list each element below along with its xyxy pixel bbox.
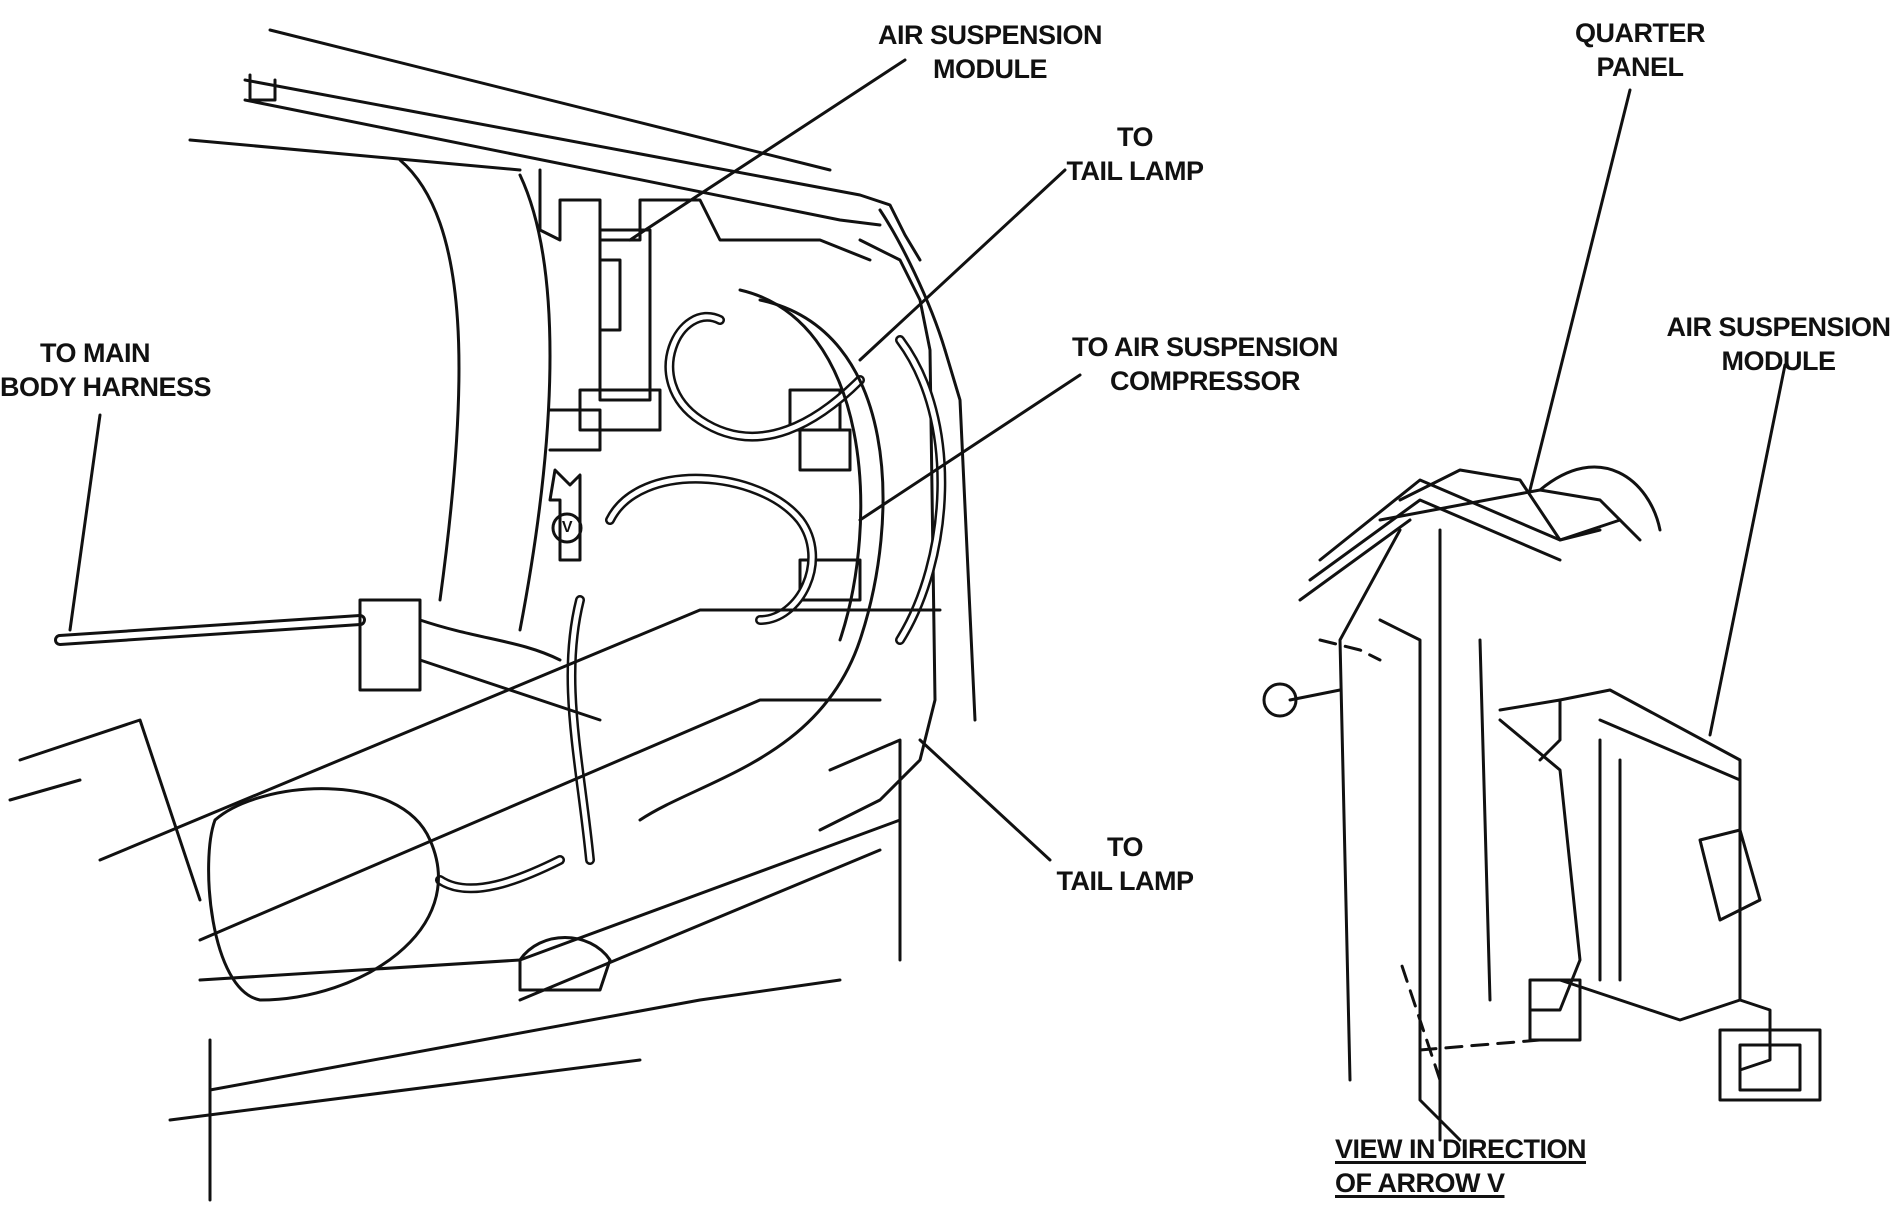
label-air-suspension-module-main: AIR SUSPENSION MODULE: [877, 20, 1103, 84]
label-air-suspension-module-detail: AIR SUSPENSION MODULE: [1666, 312, 1891, 376]
leader-quarter-panel: [1528, 88, 1632, 492]
view-direction-caption: VIEW IN DIRECTION OF ARROW V: [1335, 1134, 1587, 1198]
leader-tail-lamp-lower: [918, 738, 1052, 862]
leader-lines: [68, 58, 1787, 862]
label-to-main-body-harness: TO MAIN BODY HARNESS: [0, 338, 212, 402]
leader-air-suspension-module-main: [628, 58, 907, 242]
label-quarter-panel: QUARTER PANEL: [1575, 18, 1706, 82]
vehicle-interior-drawing: [8, 28, 977, 1202]
arrow-v-marker-label: V: [561, 519, 573, 536]
module-detail-drawing: [1262, 465, 1822, 1142]
label-to-tail-lamp-lower: TO TAIL LAMP: [1056, 832, 1195, 896]
leader-tail-lamp-upper: [858, 168, 1067, 362]
leader-main-body-harness: [68, 413, 102, 632]
leader-air-suspension-module-detail: [1708, 363, 1787, 737]
leader-compressor: [858, 373, 1082, 522]
label-to-air-suspension-compressor: TO AIR SUSPENSION COMPRESSOR: [1071, 332, 1339, 396]
label-to-tail-lamp-upper: TO TAIL LAMP: [1066, 122, 1205, 186]
